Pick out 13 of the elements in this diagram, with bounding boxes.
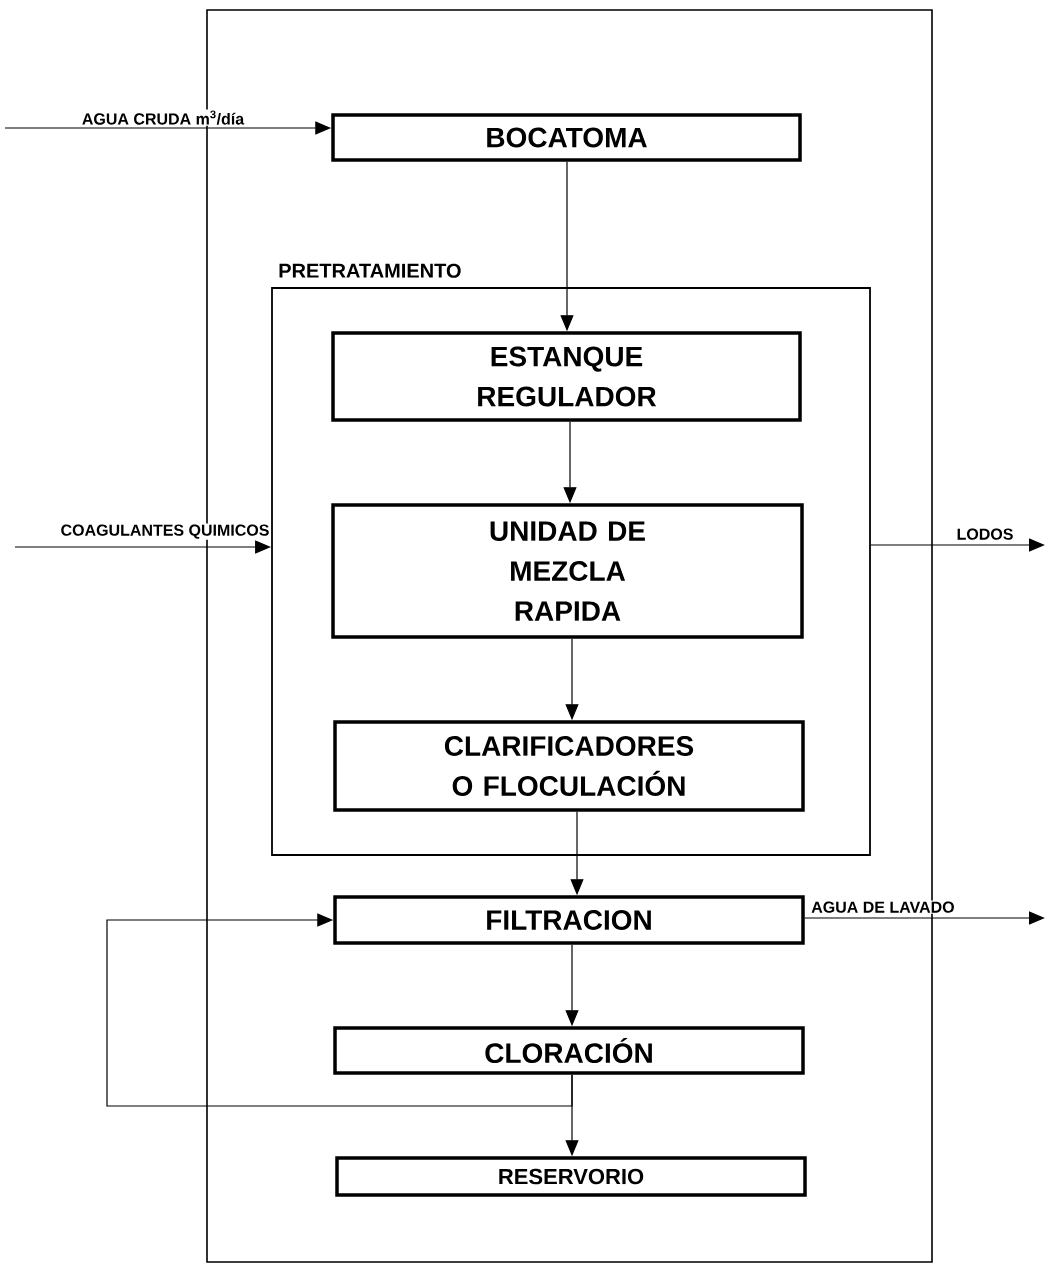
edge-label: LODOS (955, 527, 1015, 541)
process-box: CLORACIÓN (333, 1026, 805, 1075)
node-label: PRETRATAMIENTO (279, 263, 461, 278)
process-box: UNIDAD DE MEZCLA RAPIDA (331, 503, 804, 639)
process-box: ESTANQUE REGULADOR (331, 331, 802, 422)
process-box: BOCATOMA (331, 113, 802, 162)
edge-label: AGUA DE LAVADO (810, 900, 956, 914)
process-box: CLARIFICADORES O FLOCULACIÓN (333, 720, 805, 812)
edge-label: COAGULANTES QUIMICOS (59, 523, 271, 540)
arrow (106, 913, 573, 1107)
process-box: RESERVORIO (335, 1156, 807, 1197)
edge-label: AGUA CRUDA m$^{3}$/día (80, 109, 246, 126)
process-box: FILTRACION (333, 895, 805, 945)
